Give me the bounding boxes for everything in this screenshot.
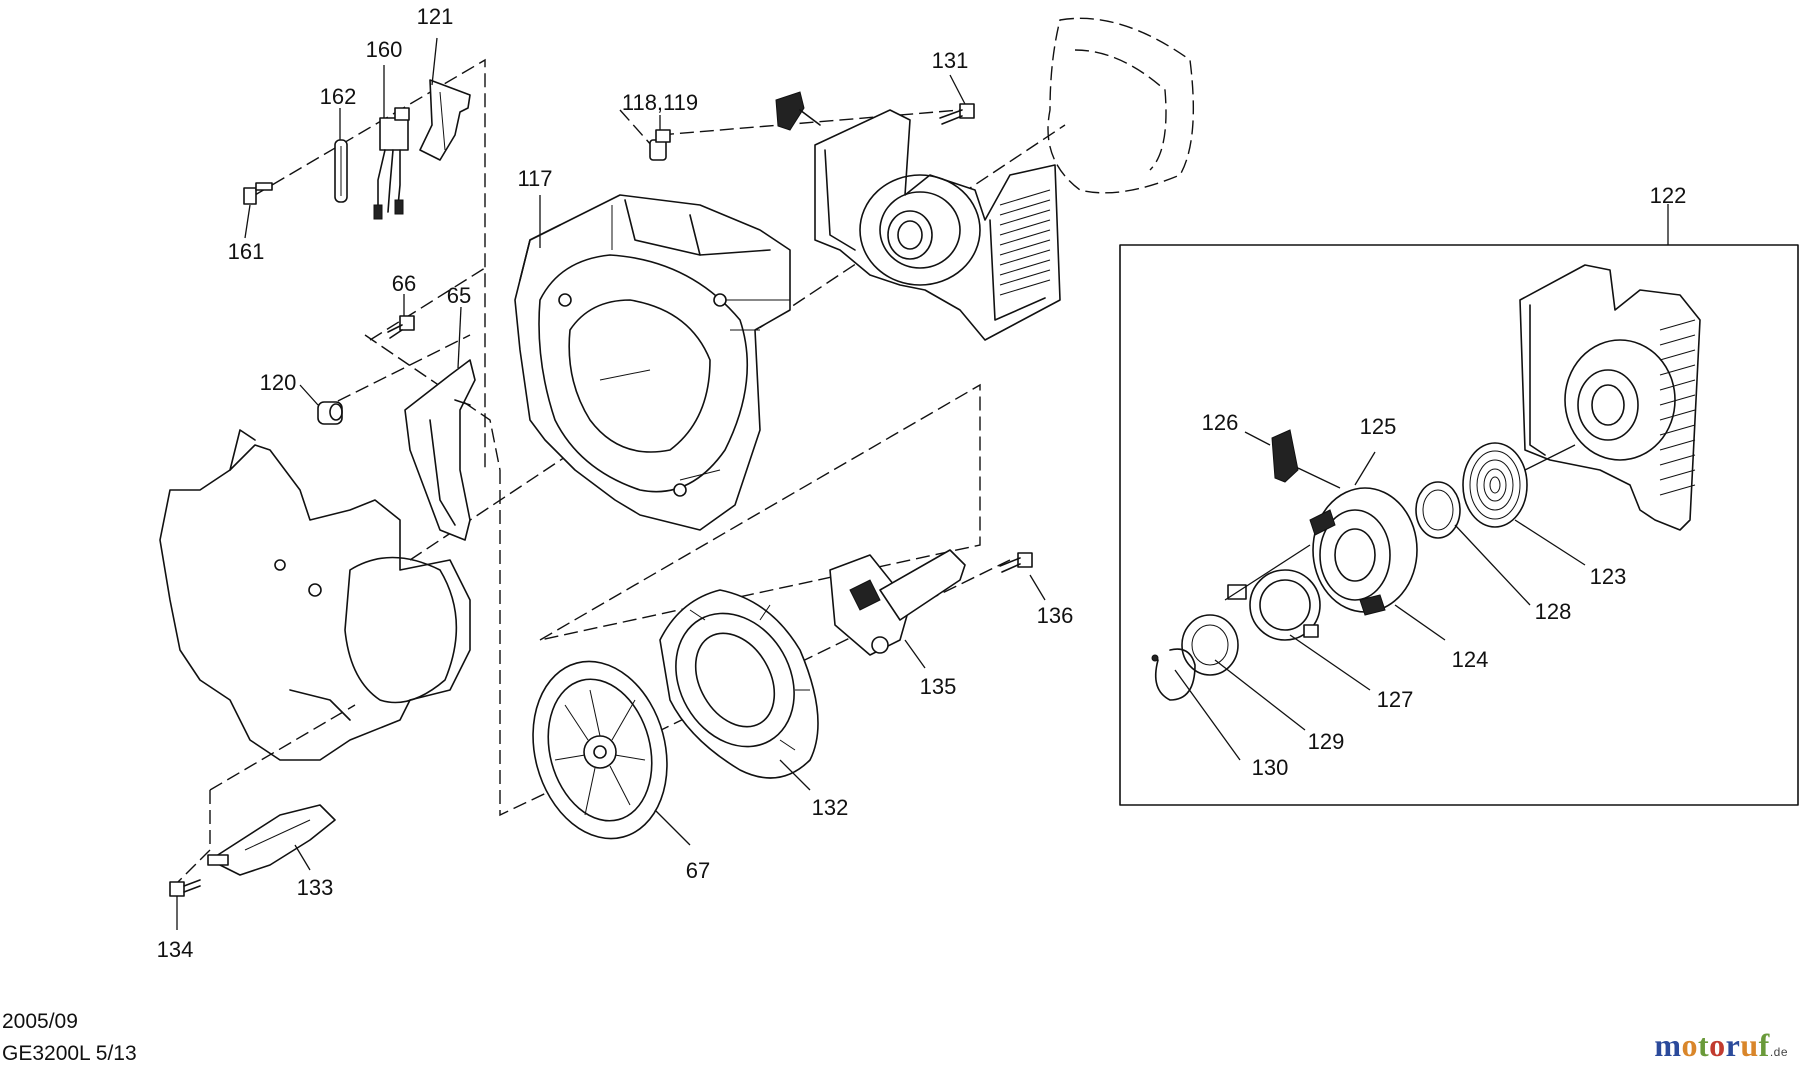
label-134: 134 bbox=[157, 937, 194, 962]
detail-clip-130 bbox=[1151, 648, 1196, 701]
part-117-housing bbox=[514, 194, 791, 531]
brand-letter: m bbox=[1654, 1027, 1682, 1063]
label-120: 120 bbox=[260, 370, 297, 395]
brand-letter: f bbox=[1758, 1027, 1770, 1063]
label-67: 67 bbox=[686, 858, 710, 883]
detail-reel-124 bbox=[1309, 487, 1418, 616]
part-120-spacer bbox=[317, 401, 343, 425]
brand-suffix: .de bbox=[1769, 1045, 1788, 1059]
label-121: 121 bbox=[417, 4, 454, 29]
part-66-bolt bbox=[387, 315, 415, 339]
detail-starter-housing bbox=[1519, 264, 1701, 531]
label-136: 136 bbox=[1037, 603, 1074, 628]
label-135: 135 bbox=[920, 674, 957, 699]
footer-model-page: GE3200L 5/13 bbox=[2, 1042, 137, 1065]
engine-outline bbox=[159, 429, 471, 761]
label-133: 133 bbox=[297, 875, 334, 900]
label-123: 123 bbox=[1590, 564, 1627, 589]
label-128: 128 bbox=[1535, 599, 1572, 624]
detail-spring-128 bbox=[1415, 481, 1461, 539]
label-66: 66 bbox=[392, 271, 416, 296]
label-124: 124 bbox=[1452, 647, 1489, 672]
label-162: 162 bbox=[320, 84, 357, 109]
brand-letter: o bbox=[1681, 1027, 1698, 1063]
label-160: 160 bbox=[366, 37, 403, 62]
part-132-flywheel-fan bbox=[659, 589, 819, 779]
detail-box-122 bbox=[1119, 204, 1799, 806]
label-130: 130 bbox=[1252, 755, 1289, 780]
label-131: 131 bbox=[932, 48, 969, 73]
part-131-bolt bbox=[939, 103, 975, 125]
part-161-bolt bbox=[243, 182, 273, 205]
footer-date: 2005/09 bbox=[2, 1010, 78, 1033]
brand-letter: o bbox=[1709, 1027, 1726, 1063]
leader-detail-axis bbox=[1224, 544, 1311, 601]
label-117: 117 bbox=[517, 166, 552, 191]
part-121-cover-flap bbox=[419, 79, 471, 161]
label-161: 161 bbox=[228, 239, 265, 264]
part-118-119-bolt bbox=[649, 129, 671, 161]
recoil-starter-assembly bbox=[775, 91, 1061, 341]
label-132: 132 bbox=[812, 795, 849, 820]
part-67-flywheel bbox=[532, 660, 668, 840]
leader-lines bbox=[176, 37, 1046, 930]
part-133-plate bbox=[207, 804, 336, 876]
part-160-relay bbox=[373, 107, 410, 220]
motoruf-watermark-logo: motoruf.de bbox=[1654, 1027, 1788, 1064]
detail-handle-126 bbox=[1271, 429, 1341, 489]
detail-spring-123 bbox=[1462, 442, 1576, 528]
label-127: 127 bbox=[1377, 687, 1414, 712]
part-labels: 121 160 162 161 118,119 117 131 122 66 6… bbox=[157, 4, 1687, 962]
label-125: 125 bbox=[1360, 414, 1397, 439]
label-129: 129 bbox=[1308, 729, 1345, 754]
brand-letter: r bbox=[1725, 1027, 1741, 1063]
detail-ratchet-127 bbox=[1227, 569, 1321, 641]
label-122: 122 bbox=[1650, 183, 1687, 208]
brand-letter: u bbox=[1740, 1027, 1759, 1063]
label-65: 65 bbox=[447, 283, 471, 308]
fuel-tank-outline bbox=[1047, 17, 1195, 194]
part-136-bolt bbox=[999, 552, 1033, 573]
label-118-119: 118,119 bbox=[622, 90, 698, 115]
part-134-bolt bbox=[169, 879, 201, 897]
label-126: 126 bbox=[1202, 410, 1239, 435]
part-162-clip bbox=[334, 139, 348, 203]
detail-plate-129 bbox=[1181, 614, 1239, 676]
part-135-hub bbox=[829, 549, 966, 656]
part-65-baffle bbox=[404, 359, 476, 541]
starter-fins bbox=[999, 189, 1051, 296]
brand-letter: t bbox=[1698, 1027, 1710, 1063]
